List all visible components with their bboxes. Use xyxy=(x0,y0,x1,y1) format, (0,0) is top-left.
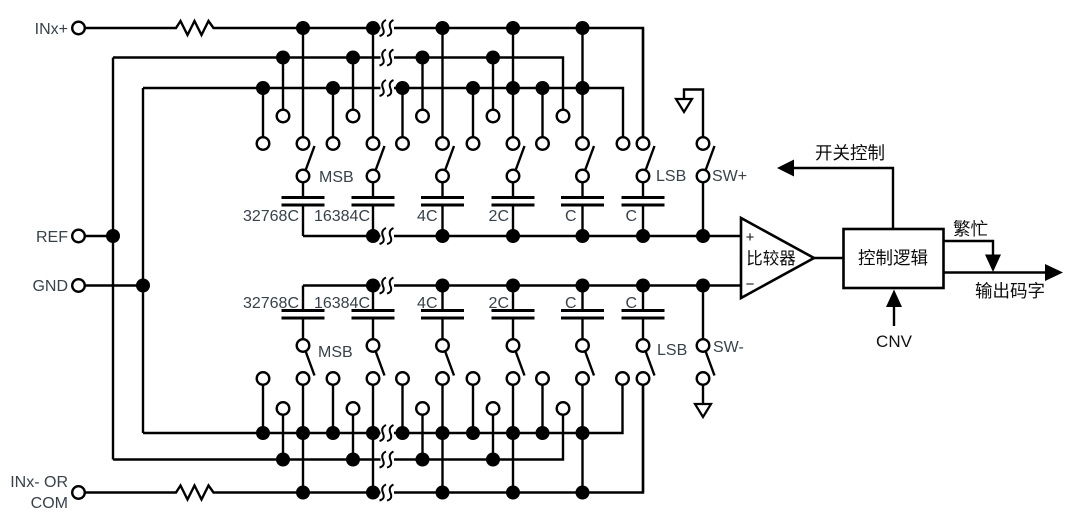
cap-label-top-c1: C xyxy=(565,208,577,225)
msb-bottom-label: MSB xyxy=(318,344,353,361)
cnv-label: CNV xyxy=(876,332,913,351)
busy-label: 繁忙 xyxy=(953,219,988,239)
sw-minus-label: SW- xyxy=(713,339,744,356)
cap-label-bottom-32768c: 32768C xyxy=(243,295,299,312)
cap-label-top-4c: 4C xyxy=(417,208,437,225)
cap-label-top-c2: C xyxy=(625,208,637,225)
lsb-top-label: LSB xyxy=(656,168,686,185)
switch-control-label: 开关控制 xyxy=(815,143,885,163)
terminal-gnd-label: GND xyxy=(32,278,68,295)
msb-top-label: MSB xyxy=(319,169,354,186)
comparator-plus-sign: + xyxy=(746,229,755,246)
comparator-label: 比较器 xyxy=(746,249,796,268)
output-code-label: 输出码字 xyxy=(975,281,1045,301)
cap-label-bottom-c1: C xyxy=(565,295,577,312)
terminal-ref-label: REF xyxy=(36,229,68,246)
comparator-minus-sign: − xyxy=(746,276,755,293)
cap-label-top-16384c: 16384C xyxy=(314,208,370,225)
terminal-inx-minus-label-line2: COM xyxy=(31,495,68,512)
sw-plus-label: SW+ xyxy=(712,168,747,185)
control-logic-label: 控制逻辑 xyxy=(858,248,928,268)
cap-label-bottom-4c: 4C xyxy=(417,295,437,312)
terminal-inx-minus-label-line1: INx- OR xyxy=(10,474,68,491)
wiring-layer xyxy=(70,18,1063,503)
cap-label-top-32768c: 32768C xyxy=(243,208,299,225)
cap-label-bottom-2c: 2C xyxy=(489,295,509,312)
terminal-inx-plus-label: INx+ xyxy=(35,21,68,38)
cap-label-bottom-c2: C xyxy=(625,295,637,312)
cap-label-top-2c: 2C xyxy=(489,208,509,225)
cap-label-bottom-16384c: 16384C xyxy=(314,295,370,312)
lsb-bottom-label: LSB xyxy=(657,342,687,359)
